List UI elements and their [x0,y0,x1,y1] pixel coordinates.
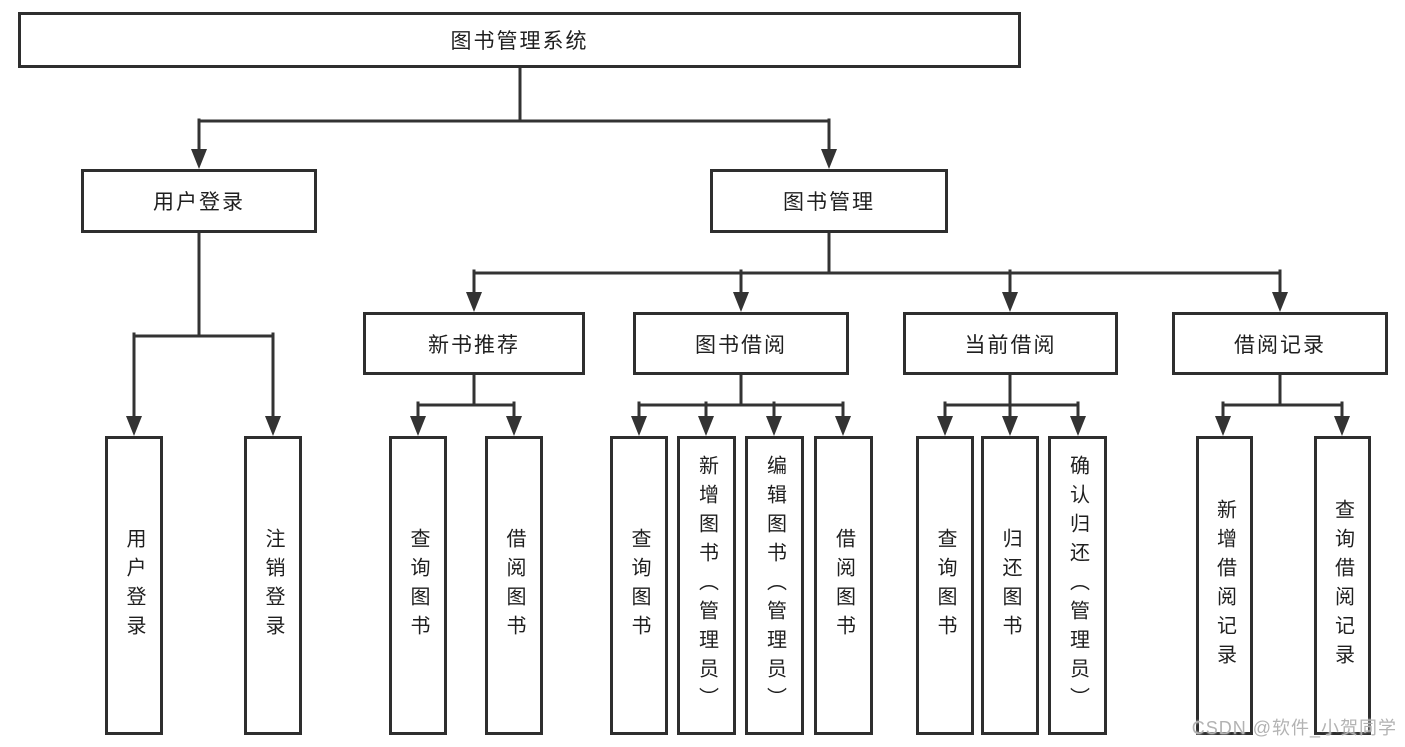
node-book-management: 图书管理 [710,169,948,233]
leaf-confirm-return-admin: 确认归还（管理员） [1048,436,1107,735]
node-borrowing-records-label: 借阅记录 [1234,333,1326,357]
node-book-borrowing: 图书借阅 [633,312,849,375]
node-current-borrowing: 当前借阅 [903,312,1118,375]
leaf-edit-book-admin: 编辑图书（管理员） [745,436,804,735]
leaf-borrow-books-borrowing: 借阅图书 [814,436,873,735]
leaf-user-login: 用户登录 [105,436,163,735]
leaf-query-borrow-record: 查询借阅记录 [1314,436,1371,735]
node-borrowing-records: 借阅记录 [1172,312,1388,375]
leaf-return-book: 归还图书 [981,436,1039,735]
leaf-borrow-books-recommend: 借阅图书 [485,436,543,735]
leaf-query-books-borrowing: 查询图书 [610,436,668,735]
arrowheads [126,149,1350,436]
node-current-borrowing-label: 当前借阅 [964,333,1057,357]
leaf-query-books-recommend: 查询图书 [389,436,447,735]
node-library-system-label: 图书管理系统 [450,30,589,53]
node-new-book-recommend-label: 新书推荐 [428,333,520,357]
leaf-add-book-admin: 新增图书（管理员） [677,436,736,735]
leaf-query-books-current: 查询图书 [916,436,974,735]
node-new-book-recommend: 新书推荐 [363,312,585,375]
node-user-login: 用户登录 [81,169,317,233]
leaf-add-borrow-record: 新增借阅记录 [1196,436,1253,735]
node-book-management-label: 图书管理 [783,191,875,214]
watermark-text: CSDN @软件_小贺同学 [1191,718,1397,738]
node-library-system: 图书管理系统 [18,12,1021,68]
node-book-borrowing-label: 图书借阅 [695,333,787,357]
node-user-login-label: 用户登录 [153,191,245,214]
leaf-logout: 注销登录 [244,436,302,735]
